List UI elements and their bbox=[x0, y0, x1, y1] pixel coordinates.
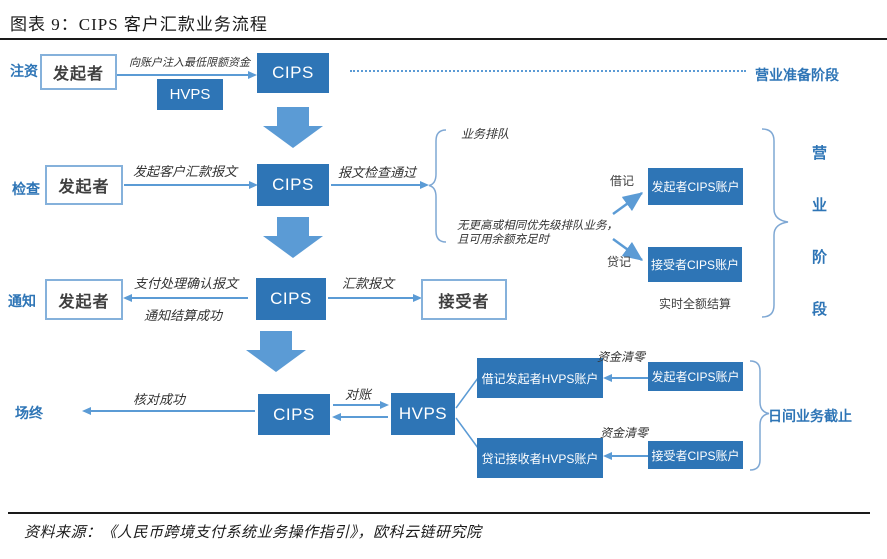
business-phase-char-2: 业 bbox=[812, 197, 828, 214]
business-phase-char-4: 段 bbox=[812, 301, 828, 318]
hvps-fan-line-bottom bbox=[455, 417, 479, 449]
fund-injection-arrow bbox=[117, 70, 257, 79]
initiator-cips-account-box: 发起者CIPS账户 bbox=[648, 168, 743, 205]
check-pass-label: 报文检查通过 bbox=[338, 165, 417, 180]
check-pass-arrow bbox=[331, 180, 429, 189]
cips-box-row2: CIPS bbox=[257, 164, 329, 206]
fund-injection-label: 向账户注入最低限额资金 bbox=[129, 57, 250, 69]
funds-clear-label-top: 资金清零 bbox=[597, 350, 646, 364]
business-phase-char-3: 阶 bbox=[812, 249, 828, 266]
cips-box-row3: CIPS bbox=[256, 278, 326, 320]
receiver-box: 接受者 bbox=[421, 279, 507, 320]
business-phase-char-1: 营 bbox=[812, 145, 828, 162]
funds-clear-arrow-bottom bbox=[603, 451, 648, 460]
remit-msg-label: 汇款报文 bbox=[342, 276, 395, 291]
send-remit-msg-arrow bbox=[124, 180, 258, 189]
source-rule bbox=[8, 512, 870, 514]
prep-phase-dotted-line bbox=[350, 70, 746, 72]
eod-brace bbox=[749, 360, 770, 471]
credit-label: 贷记 bbox=[607, 255, 632, 269]
condition-label-line2: 且可用余额充足时 bbox=[457, 234, 549, 246]
remit-msg-arrow bbox=[328, 293, 422, 302]
cips-box-row4: CIPS bbox=[258, 394, 330, 435]
stage-label-check: 检查 bbox=[12, 181, 40, 197]
source-text: 资料来源：《人民币跨境支付系统业务操作指引》，欧科云链研究院 bbox=[24, 525, 482, 541]
initiator-cips-account-box-row4: 发起者CIPS账户 bbox=[648, 362, 743, 391]
hvps-fan-line-top bbox=[455, 377, 479, 409]
receiver-cips-account-box-row4: 接受者CIPS账户 bbox=[648, 441, 743, 469]
receiver-cips-account-box: 接受者CIPS账户 bbox=[648, 247, 742, 282]
initiator-box-row1: 发起者 bbox=[40, 54, 117, 90]
payment-confirm-label: 支付处理确认报文 bbox=[134, 276, 239, 291]
rtgs-settle-note: 实时全额结算 bbox=[659, 297, 732, 311]
stage-label-notify: 通知 bbox=[8, 293, 36, 309]
debit-hvps-account-box: 借记发起者HVPS账户 bbox=[477, 358, 603, 398]
verify-success-arrow bbox=[82, 406, 255, 415]
condition-label-line1: 无更高或相同优先级排队业务， bbox=[457, 220, 618, 232]
title-rule bbox=[0, 38, 887, 40]
hvps-box-row1: HVPS bbox=[157, 79, 223, 110]
hvps-box-row4: HVPS bbox=[391, 393, 455, 435]
recon-arrow-left bbox=[332, 412, 388, 421]
notify-arrow-left bbox=[123, 293, 248, 302]
cips-box-row1: CIPS bbox=[257, 53, 329, 93]
send-remit-msg-label: 发起客户汇款报文 bbox=[133, 164, 238, 179]
stage-label-inject: 注资 bbox=[10, 63, 38, 79]
initiator-box-row2: 发起者 bbox=[45, 165, 123, 205]
prep-phase-label: 营业准备阶段 bbox=[755, 67, 839, 83]
eod-cutoff-label: 日间业务截止 bbox=[768, 408, 852, 424]
credit-hvps-account-box: 贷记接收者HVPS账户 bbox=[477, 438, 603, 478]
figure-title: 图表 9：CIPS 客户汇款业务流程 bbox=[10, 15, 268, 34]
funds-clear-arrow-top bbox=[603, 373, 648, 382]
funds-clear-label-bottom: 资金清零 bbox=[600, 426, 649, 440]
down-arrow-1 bbox=[263, 107, 323, 148]
recon-arrow-right bbox=[333, 400, 389, 409]
settle-success-label: 通知结算成功 bbox=[144, 308, 223, 323]
initiator-box-row3: 发起者 bbox=[45, 279, 123, 320]
business-phase-brace bbox=[761, 128, 789, 318]
reconciliation-label: 对账 bbox=[345, 387, 372, 402]
verify-success-label: 核对成功 bbox=[133, 392, 186, 407]
stage-label-eod: 场终 bbox=[15, 405, 43, 421]
debit-branch-arrow bbox=[612, 191, 644, 216]
down-arrow-3 bbox=[246, 331, 306, 372]
queue-label: 业务排队 bbox=[461, 127, 510, 141]
down-arrow-2 bbox=[263, 217, 323, 258]
debit-label: 借记 bbox=[610, 174, 635, 188]
branch-brace bbox=[428, 129, 447, 243]
